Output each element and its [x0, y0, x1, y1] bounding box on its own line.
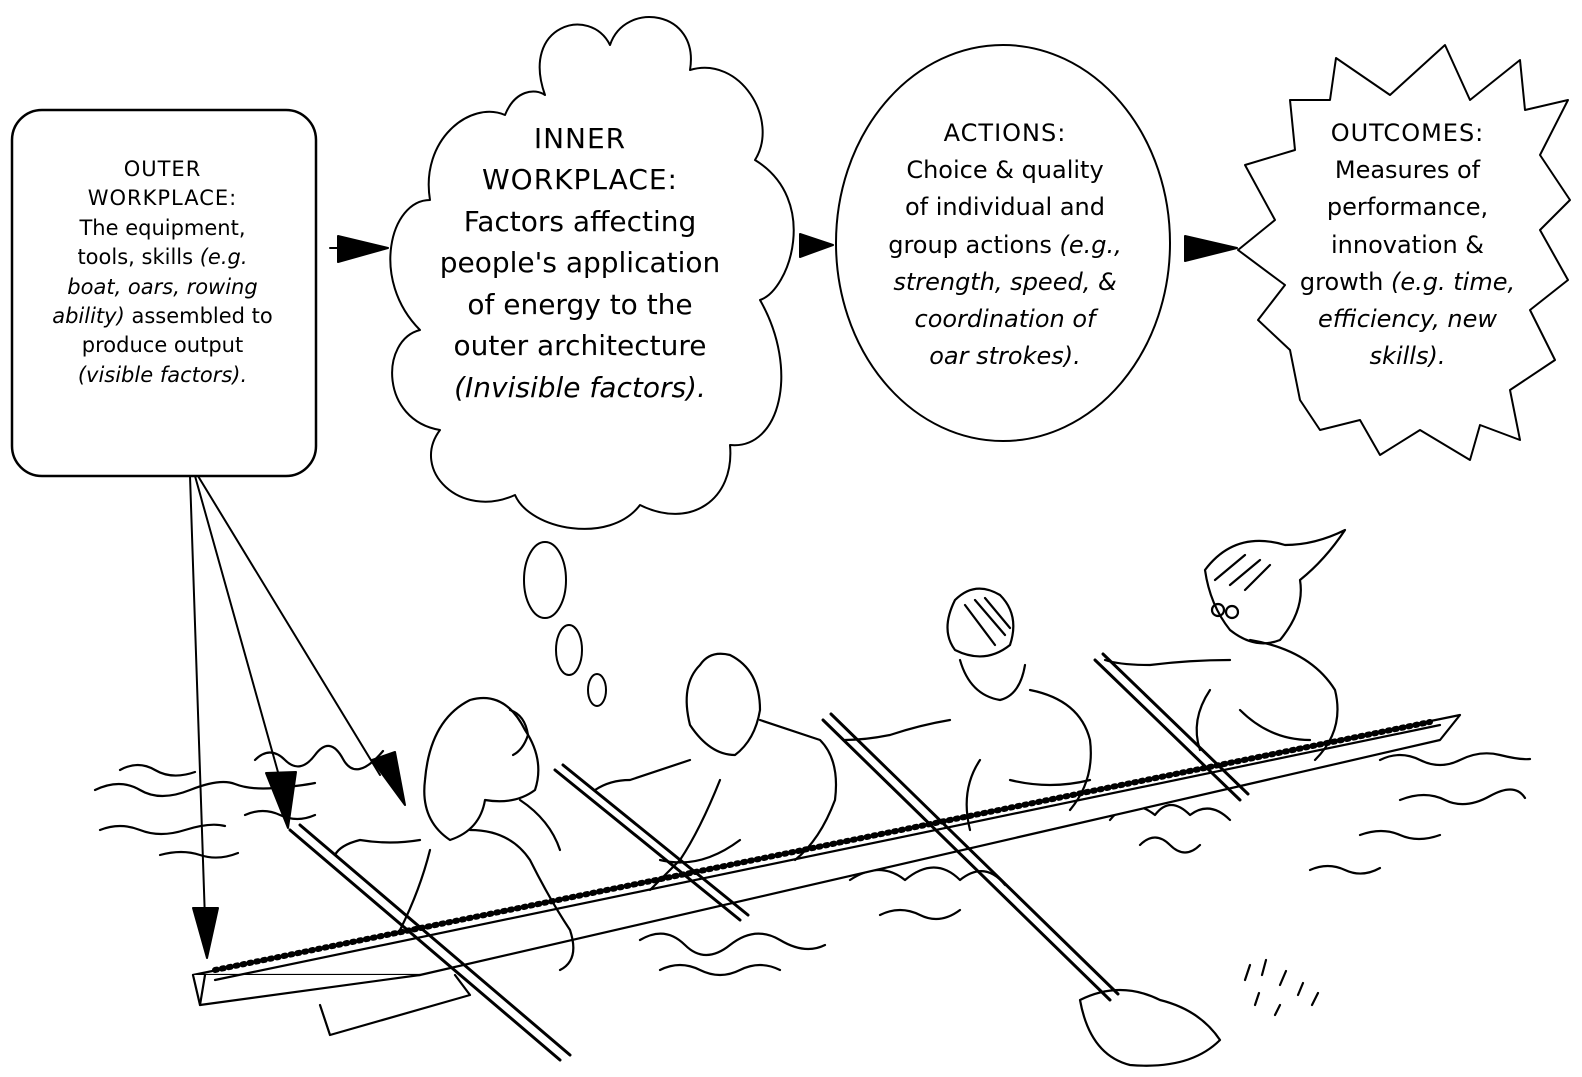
outcomes-line1: Measures of	[1334, 156, 1481, 185]
arrow-right-icon	[329, 235, 389, 263]
inner-line4: outer architecture	[453, 329, 707, 363]
inner-title-line1: INNER	[533, 122, 627, 155]
outer-line2: tools, skills (e.g.	[30, 243, 295, 272]
inner-line1: Factors affecting	[463, 204, 697, 238]
outcomes-line4-example: (e.g. time,	[1391, 267, 1516, 296]
outcomes-line3: innovation &	[1331, 230, 1484, 259]
outer-title-line2: WORKPLACE:	[87, 186, 238, 211]
outer-line4: ability) assembled to	[30, 302, 295, 331]
arrow-right-icon	[1184, 235, 1238, 262]
rowing-boat-crew-illustration	[93, 528, 1532, 1067]
outer-workplace-box	[10, 108, 318, 478]
inner-line3: of energy to the	[467, 287, 693, 321]
actions-line2: of individual and	[904, 193, 1105, 222]
outer-line6: (visible factors).	[77, 362, 248, 387]
inner-line5: (Invisible factors).	[454, 370, 706, 404]
inner-workplace-cloud	[389, 16, 795, 530]
outcomes-text: OUTCOMES: Measures of performance, innov…	[1265, 115, 1550, 375]
outer-line4-text: assembled to	[124, 303, 273, 328]
actions-line3: group actions (e.g.,	[855, 227, 1155, 264]
outer-line3: boat, oars, rowing	[67, 274, 258, 299]
thought-bubble-small	[587, 673, 607, 707]
actions-ellipse	[835, 44, 1171, 442]
actions-text: ACTIONS: Choice & quality of individual …	[855, 115, 1155, 375]
arrow-pointer-icon	[189, 475, 219, 959]
actions-line6: oar strokes).	[929, 342, 1081, 371]
outer-line2-example: (e.g.	[199, 245, 248, 270]
actions-line3-text: group actions	[888, 230, 1060, 259]
outer-title-line1: OUTER	[123, 157, 202, 181]
outcomes-line5: efficiency, new	[1318, 304, 1497, 333]
thought-bubble-large	[523, 541, 567, 619]
outcomes-line4-text: growth	[1299, 267, 1392, 296]
inner-line2: people's application	[439, 246, 721, 280]
arrow-pointer-icon	[194, 475, 297, 829]
actions-line1: Choice & quality	[906, 156, 1104, 185]
outcomes-starburst	[1237, 44, 1571, 461]
outer-line5: produce output	[81, 333, 244, 358]
thought-bubble-medium	[555, 624, 583, 676]
actions-line4: strength, speed, &	[893, 267, 1117, 296]
actions-line3-example: (e.g.,	[1059, 230, 1122, 259]
outcomes-line2: performance,	[1326, 193, 1489, 222]
arrow-right-icon	[799, 233, 834, 258]
inner-workplace-text: INNER WORKPLACE: Factors affecting peopl…	[425, 118, 735, 408]
arrow-pointer-icon	[197, 475, 406, 806]
actions-line5: coordination of	[914, 304, 1096, 333]
outcomes-title: OUTCOMES:	[1330, 119, 1485, 147]
actions-title: ACTIONS:	[943, 119, 1067, 147]
outer-line1: The equipment,	[79, 215, 246, 240]
outcomes-line4: growth (e.g. time,	[1265, 264, 1550, 301]
outer-workplace-text: OUTER WORKPLACE: The equipment, tools, s…	[30, 155, 295, 390]
outer-line2-text: tools, skills	[77, 245, 200, 270]
outer-line4-example: ability)	[52, 303, 125, 328]
inner-title-line2: WORKPLACE:	[481, 163, 678, 197]
outcomes-line6: skills).	[1369, 342, 1446, 371]
